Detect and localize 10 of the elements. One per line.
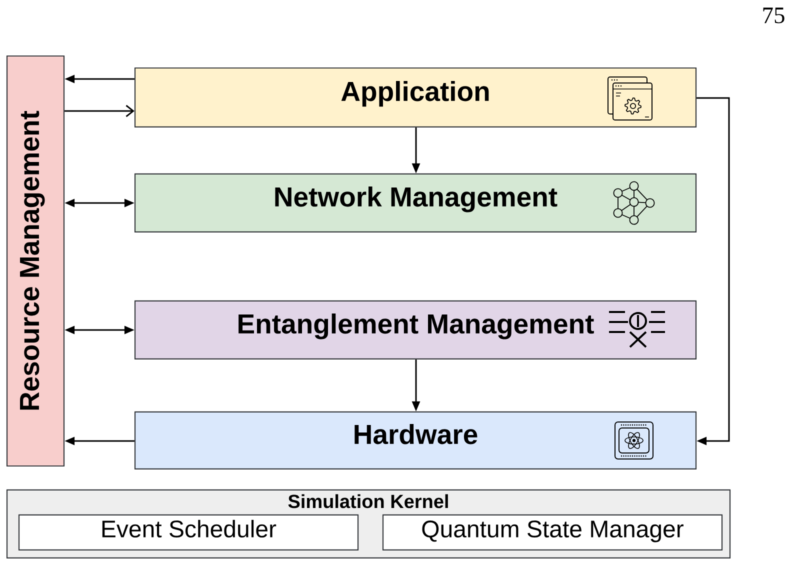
page-number: 75 (763, 8, 784, 24)
layer-box: Application (134, 67, 697, 128)
layer-box: Hardware (134, 411, 697, 470)
arrow (64, 104, 134, 118)
module-box: Quantum State Manager (382, 514, 723, 551)
layer-box: Network Management (134, 173, 697, 233)
module-box: Event Scheduler (18, 514, 359, 551)
arrow (696, 97, 730, 446)
layer-box: Entanglement Management (134, 300, 697, 360)
side-box: Resource Management (6, 55, 65, 467)
